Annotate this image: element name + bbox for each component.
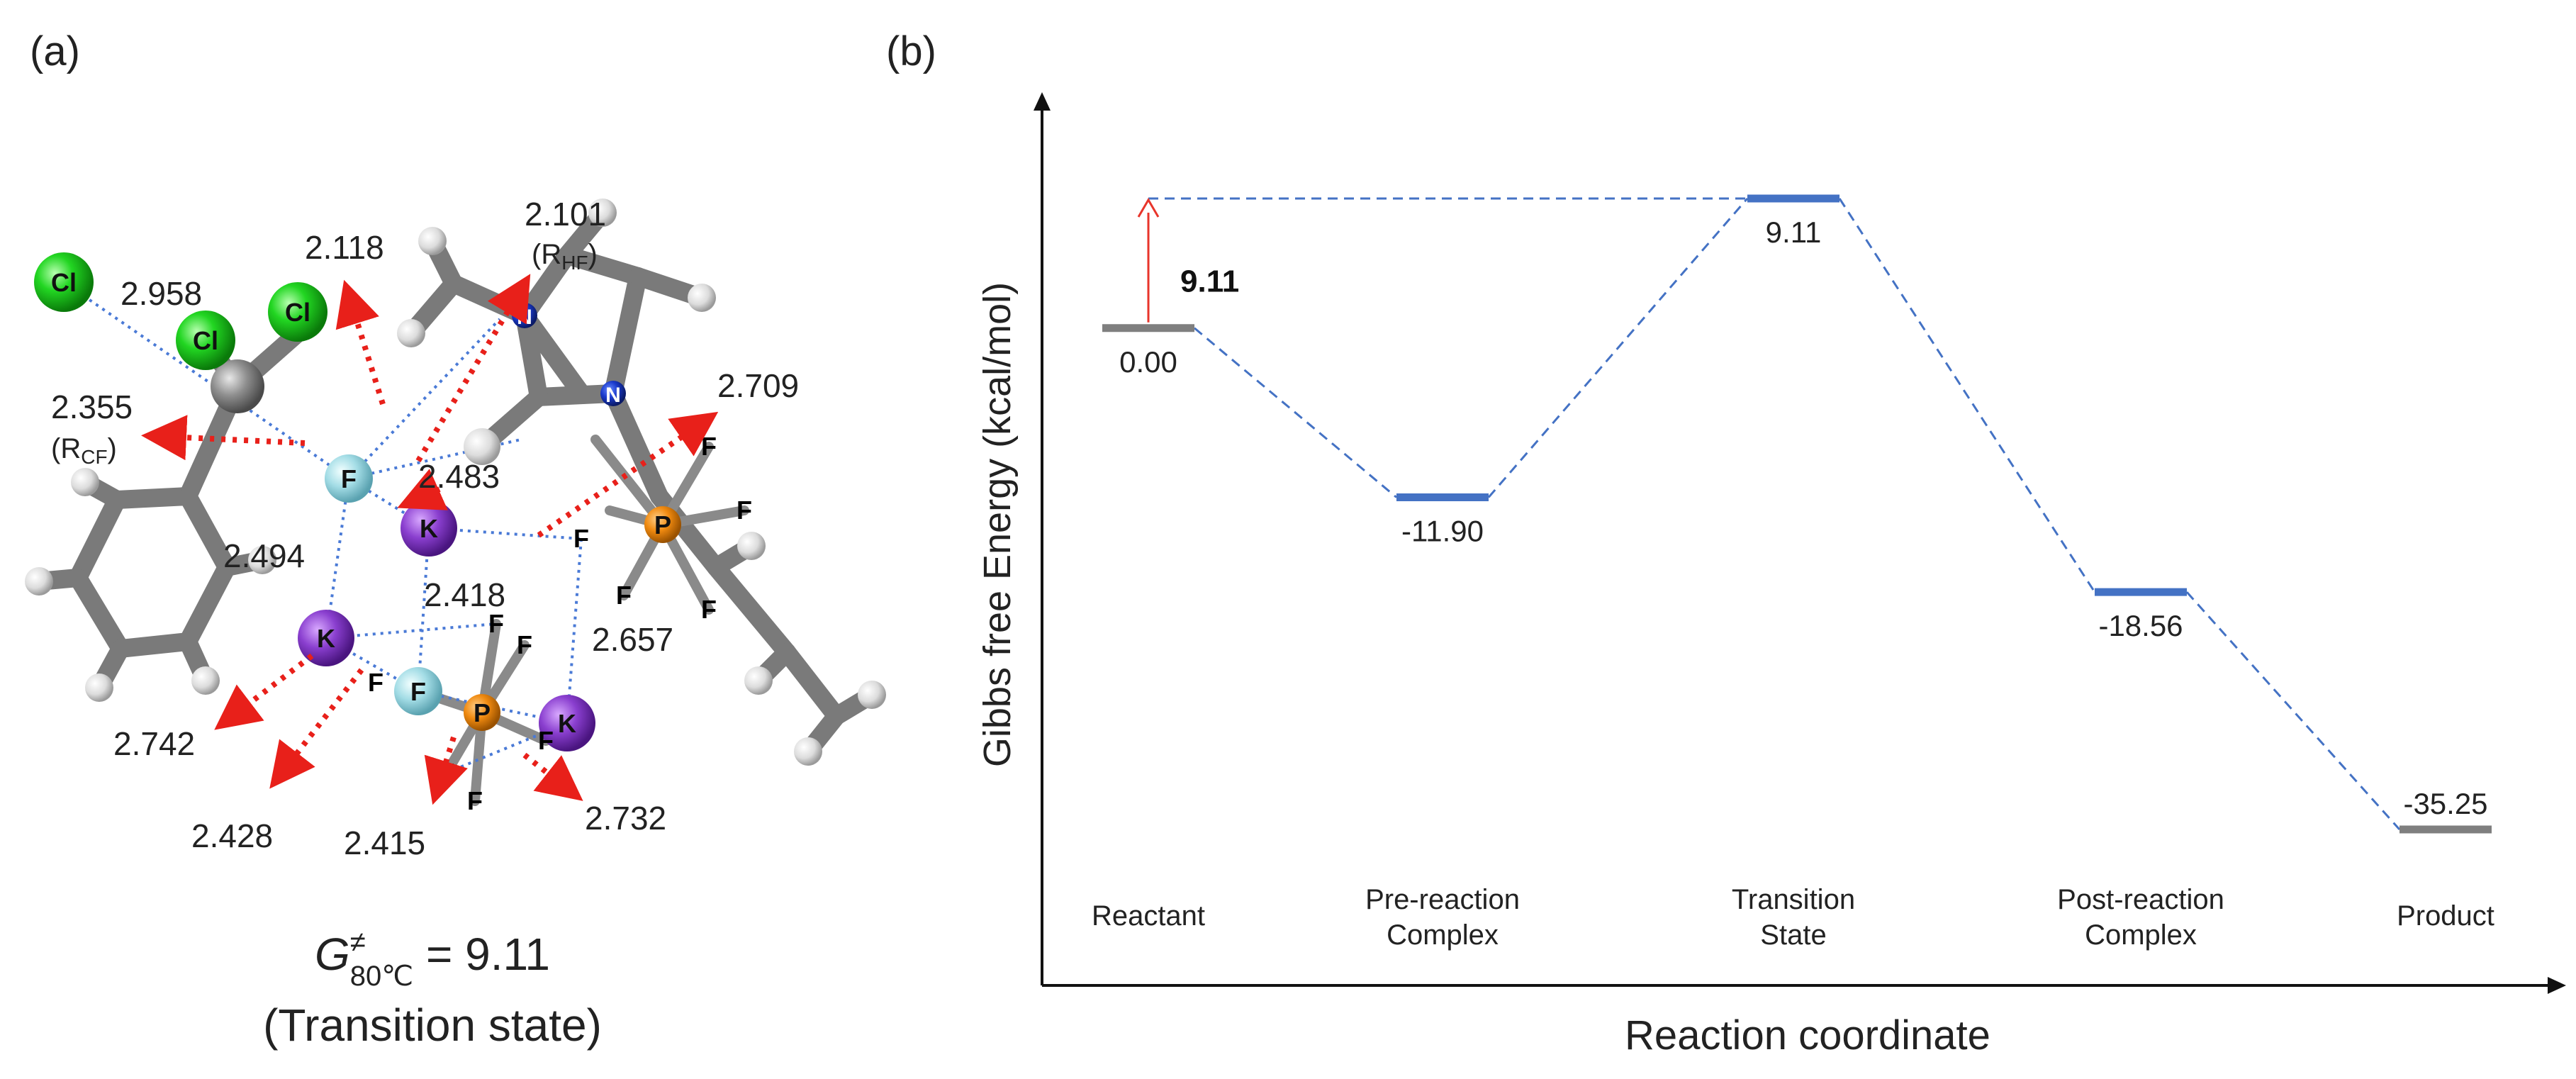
distance-label: 2.118: [305, 229, 384, 266]
distance-label: 2.415: [344, 824, 425, 861]
svg-text:N: N: [517, 306, 532, 329]
potassium-atom: [401, 500, 457, 557]
chlorine-atom: [34, 252, 94, 312]
distance-label: 2.709: [717, 367, 799, 404]
svg-text:F: F: [701, 432, 717, 461]
energy-value-label: -11.90: [1401, 515, 1484, 548]
barrier-value-label: 9.11: [1180, 264, 1239, 298]
distance-label: 2.101: [525, 196, 606, 233]
svg-text:F: F: [517, 630, 532, 659]
state-name-label: Reactant: [1092, 900, 1205, 932]
barrier-annotation: 9.11: [1137, 198, 1239, 323]
svg-text:K: K: [420, 514, 438, 543]
distance-arrows: [141, 274, 719, 805]
panel-b-energy-profile: (b) 0.00 -11.90 9.11 -18.56 -35.25 Reactant P…: [879, 0, 2576, 1075]
svg-text:F: F: [368, 668, 383, 697]
phosphorus-atom: [644, 506, 681, 543]
y-axis-label: Gibbs free Energy (kcal/mol): [976, 282, 1019, 767]
energy-profile-chart: (b) 0.00 -11.90 9.11 -18.56 -35.25 Reactant P…: [886, 28, 2566, 1058]
energy-value-label: -35.25: [2403, 787, 2487, 820]
energy-levels: [1102, 194, 2492, 834]
svg-text:P: P: [474, 698, 491, 727]
energy-value-labels: 0.00 -11.90 9.11 -18.56 -35.25: [1119, 216, 2487, 820]
chart-axes: [1034, 92, 2566, 994]
state-name-label: Product: [2397, 900, 2494, 932]
svg-text:F: F: [573, 524, 589, 553]
caption-transition-state: (Transition state): [263, 1000, 602, 1051]
fluoride-atom: [394, 667, 442, 715]
svg-text:F: F: [737, 496, 752, 525]
svg-text:F: F: [488, 609, 504, 638]
svg-text:F: F: [467, 786, 483, 815]
energy-value-label: 9.11: [1766, 216, 1822, 249]
x-axis-label: Reaction coordinate: [1625, 1012, 1990, 1058]
svg-text:K: K: [558, 709, 576, 738]
distance-label: 2.732: [585, 800, 666, 837]
svg-text:N: N: [605, 384, 621, 407]
svg-text:Cl: Cl: [51, 268, 77, 297]
connector-line: [2185, 591, 2401, 831]
potassium-atom: [539, 695, 595, 751]
distance-label: 2.483: [418, 458, 500, 495]
panel-a-label: (a): [30, 28, 80, 74]
distance-label: 2.657: [592, 621, 673, 658]
distance-label: 2.428: [191, 817, 273, 854]
energy-value-label: 0.00: [1119, 345, 1177, 379]
distance-labels: 2.958 2.118 2.101 (RHF) 2.355 (RCF) 2.48…: [51, 196, 799, 861]
x-axis-arrowhead: [2548, 977, 2566, 994]
energy-value-label: -18.56: [2098, 609, 2183, 642]
panel-b-label: (b): [886, 28, 936, 74]
svg-text:Cl: Cl: [193, 326, 218, 355]
connector-line: [1838, 198, 2096, 593]
chlorine-atom: [176, 311, 235, 370]
connector-line: [1487, 198, 1749, 498]
atoms: [25, 199, 886, 766]
distance-label: 2.494: [223, 537, 305, 574]
svg-text:F: F: [410, 677, 426, 706]
svg-text:Cl: Cl: [285, 298, 310, 327]
svg-text:K: K: [317, 624, 335, 653]
distance-label: 2.355: [51, 388, 133, 425]
connector-line: [1194, 327, 1397, 498]
barrier-arrowhead: [1137, 198, 1160, 218]
y-axis-arrowhead: [1034, 92, 1051, 111]
phosphorus-atom: [464, 694, 500, 731]
svg-text:F: F: [538, 726, 554, 755]
caption-activation-energy: G≠80℃ = 9.11: [315, 927, 550, 992]
molecule-figure: (a): [25, 28, 886, 1051]
interaction-lines: [62, 281, 583, 774]
connector-lines: [1148, 197, 2401, 831]
distance-label: 2.742: [113, 725, 195, 762]
chlorine-atom: [268, 282, 327, 342]
acidic-hydrogen: [464, 428, 500, 465]
svg-text:P: P: [654, 510, 671, 540]
carbon-atom: [211, 359, 264, 413]
svg-text:F: F: [616, 581, 632, 610]
distance-sublabel: (RCF): [51, 433, 117, 468]
panel-a-structure: (a): [0, 0, 943, 1075]
potassium-atom: [298, 610, 354, 666]
distance-label: 2.418: [424, 576, 505, 613]
svg-text:F: F: [341, 464, 357, 493]
distance-label: 2.958: [121, 275, 202, 312]
svg-text:F: F: [701, 595, 717, 624]
fluoride-atom: [325, 454, 373, 503]
distance-sublabel: (RHF): [532, 239, 598, 274]
